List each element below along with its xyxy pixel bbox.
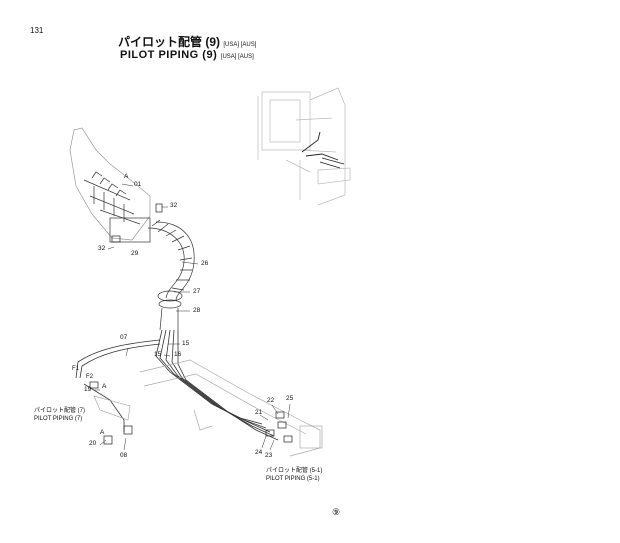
part-label-01: 01 xyxy=(134,181,142,188)
part-label-20: 20 xyxy=(89,440,97,447)
part-label-25: 25 xyxy=(286,395,294,402)
part-label-21: 21 xyxy=(255,409,263,416)
part-label-16: 16 xyxy=(174,351,182,358)
footer-mark: ⑨ xyxy=(332,507,341,517)
port-label-f1: F1 xyxy=(72,366,80,372)
part-label-15-lower: 15 xyxy=(154,351,162,358)
ref-pilot-piping-7[interactable]: パイロット配管 (7) PILOT PIPING (7) xyxy=(34,408,85,423)
ref-7-jp: パイロット配管 (7) xyxy=(34,408,86,414)
title-jp-tag: [USA] [AUS] xyxy=(223,42,257,48)
ref-5-1-en: PILOT PIPING (5-1) xyxy=(266,475,320,482)
part-label-26: 26 xyxy=(201,260,209,267)
leader-lines xyxy=(94,183,291,451)
part-label-32-upper: 32 xyxy=(170,202,178,209)
view-letter-a-left: A xyxy=(102,383,107,390)
part-label-08: 08 xyxy=(120,452,128,459)
view-letter-a-lower: A xyxy=(100,429,105,436)
part-label-29: 29 xyxy=(131,250,139,257)
ref-pilot-piping-5-1[interactable]: パイロット配管 (5-1) PILOT PIPING (5-1) xyxy=(266,468,322,483)
machine-location-sketch xyxy=(257,87,351,206)
title-jp-text: パイロット配管 (9) xyxy=(118,35,221,49)
view-letter-a-upper: A xyxy=(124,173,129,180)
part-label-28: 28 xyxy=(193,307,201,314)
location-pipes xyxy=(301,131,345,169)
part-label-07: 07 xyxy=(120,334,128,341)
part-label-23: 23 xyxy=(265,452,273,459)
hose-bundle xyxy=(155,329,279,441)
port-label-f2: F2 xyxy=(86,374,94,380)
hose-bands xyxy=(157,290,183,331)
part-label-24: 24 xyxy=(255,449,263,456)
title-en-tag: [USA] [AUS] xyxy=(220,54,254,60)
title-en-text: PILOT PIPING (9) xyxy=(120,49,218,61)
title-japanese: パイロット配管 (9) [USA] [AUS] xyxy=(118,36,256,48)
part-label-22: 22 xyxy=(267,397,275,404)
page-number: 131 xyxy=(30,26,44,35)
corrugated-hose xyxy=(147,219,195,301)
part-label-15-upper: 15 xyxy=(182,340,190,347)
ref-5-1-jp: パイロット配管 (5-1) xyxy=(266,468,323,474)
part-label-32-lower: 32 xyxy=(98,245,106,252)
title-english: PILOT PIPING (9) [USA] [AUS] xyxy=(120,50,254,61)
ref-7-en: PILOT PIPING (7) xyxy=(34,415,83,422)
part-label-19: 19 xyxy=(84,386,92,393)
fittings xyxy=(89,203,293,445)
part-label-27: 27 xyxy=(193,288,201,295)
pilot-valve-block xyxy=(69,127,151,243)
frame-members xyxy=(93,359,323,457)
